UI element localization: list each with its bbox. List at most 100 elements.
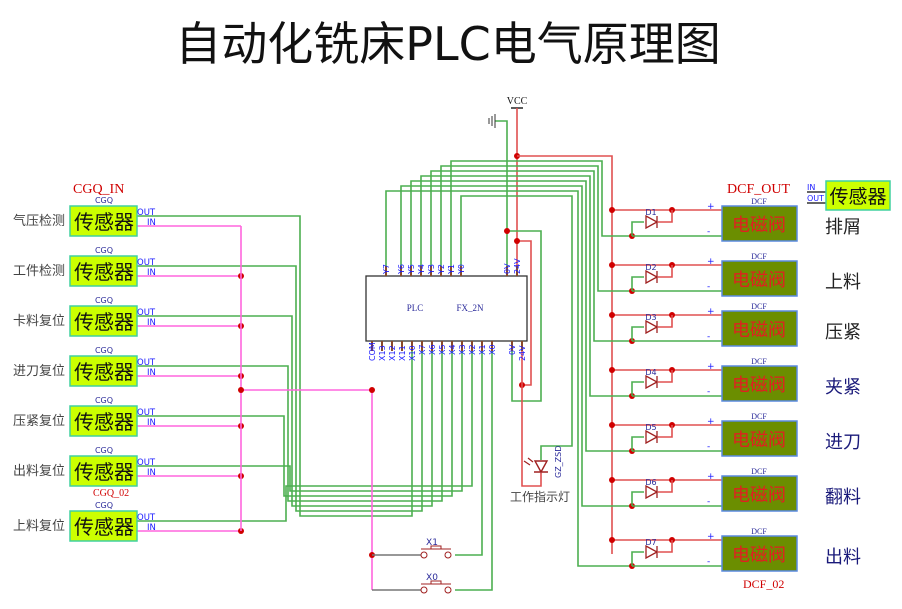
solenoid-box-text: 电磁阀 [732,485,786,506]
solenoid-box [721,475,798,512]
diode-lead [658,210,673,223]
junction-dot [369,387,375,393]
switch-ref-X0: X0 [426,573,438,583]
solenoid-label-2: 压紧 [825,322,861,343]
sensor-ref: CGQ [95,446,113,455]
plc-pin-label-Y5: Y5 [407,264,416,275]
y1-wire [450,160,632,266]
sensor-label-0: 气压检测 [13,213,65,229]
diode-ref-D2: D2 [645,263,656,272]
minus-label: - [707,282,710,292]
sensor-label-6: 上料复位 [13,519,65,534]
y4-wire [420,175,632,397]
pushbutton-icon [421,580,451,585]
diode-lead [658,425,673,438]
y7-wire [385,190,632,567]
sensor-ref: CGQ [95,501,113,510]
diode-lead [658,540,673,553]
diode-lead [631,551,644,566]
solenoid-ref: DCF [751,357,767,366]
y2-wire [440,165,632,292]
sensor-in-label: IN [147,368,156,378]
plus-label: + [707,362,715,372]
solenoid-label-0: 排屑 [825,217,861,238]
diode-lead [631,491,644,506]
plc-pin-label-24V: 24V [518,345,527,361]
plc-pin-label-Y1: Y1 [447,264,456,275]
junction-dot [609,422,615,428]
sensor-box-text: 传感器 [74,260,134,284]
diode-icon [645,544,659,560]
switch-contact [420,551,428,559]
indicator-lamp-icon [533,460,549,474]
minus-label: - [707,332,710,342]
diode-icon [645,319,659,335]
plc-pin-label-Y0: Y0 [457,264,466,275]
solenoid-box [721,535,798,572]
switch-contact [444,551,452,559]
y6-wire [400,185,632,507]
junction-dot [609,262,615,268]
sensor-group-label-2: CGQ_02 [93,488,129,499]
diode-lead [631,326,644,341]
indicator-ref: GZ_ZSD [554,446,563,478]
solenoid-ref: DCF [751,467,767,476]
solenoid-label-6: 出料 [825,547,861,568]
supply-bus [517,155,613,554]
diode-lead [631,436,644,451]
switch-contact [444,586,452,594]
plc-box [365,275,528,342]
solenoid-box-text: 电磁阀 [732,320,786,341]
y5-wire [410,180,632,452]
sensor-in-label: IN [147,418,156,428]
diode-lead [631,221,644,236]
light-rays-icon [523,457,534,466]
sensor-box [69,355,138,387]
indicator-wire [521,351,542,487]
diode-icon [645,484,659,500]
sensor-out-label: OUT [137,208,156,218]
sensor-out-label: OUT [137,258,156,268]
switch-contact [420,586,428,594]
plc-pin-label-24V: 24V [513,258,522,274]
diode-lead [631,381,644,396]
sensor-box-text: 传感器 [74,360,134,384]
sensor-box-text: 传感器 [74,410,134,434]
switch-wire [455,351,493,591]
plus-label: + [707,307,715,317]
24v-loop [517,240,532,386]
legend-sensor-box [825,180,891,211]
sensor-box-text: 传感器 [74,515,134,539]
plc-pin-label-Y7: Y7 [382,264,391,275]
plus-label: + [707,417,715,427]
plc-pin-label-X10: X10 [408,345,417,361]
minus-label: - [707,497,710,507]
vcc-label: VCC [507,96,528,107]
diode-lead [658,315,673,328]
solenoid-box [721,365,798,402]
solenoid-ref: DCF [751,197,767,206]
switch-ref-X1: X1 [426,538,438,548]
sensor-out-label: OUT [137,513,156,523]
sensor-label-5: 出料复位 [13,464,65,479]
sensor-out-wire [137,351,463,492]
plc-pin-label-X0: X0 [488,344,497,355]
sensor-out-label: OUT [137,308,156,318]
zero-volt-loop [507,230,542,402]
legend-out-label: OUT [807,194,824,203]
junction-dot [609,312,615,318]
sensor-box [69,405,138,437]
plc-pin-label-0V: 0V [503,263,512,274]
sensor-out-label: OUT [137,358,156,368]
plus-label: + [707,532,715,542]
solenoid-box [721,310,798,347]
solenoid-ref: DCF [751,252,767,261]
plus-label: + [707,202,715,212]
solenoid-ref: DCF [751,302,767,311]
plc-pin-label-X11: X11 [398,345,407,361]
junction-dot [609,207,615,213]
sensor-box-text: 传感器 [74,210,134,234]
legend-in-label: IN [807,183,815,192]
plus-label: + [707,472,715,482]
